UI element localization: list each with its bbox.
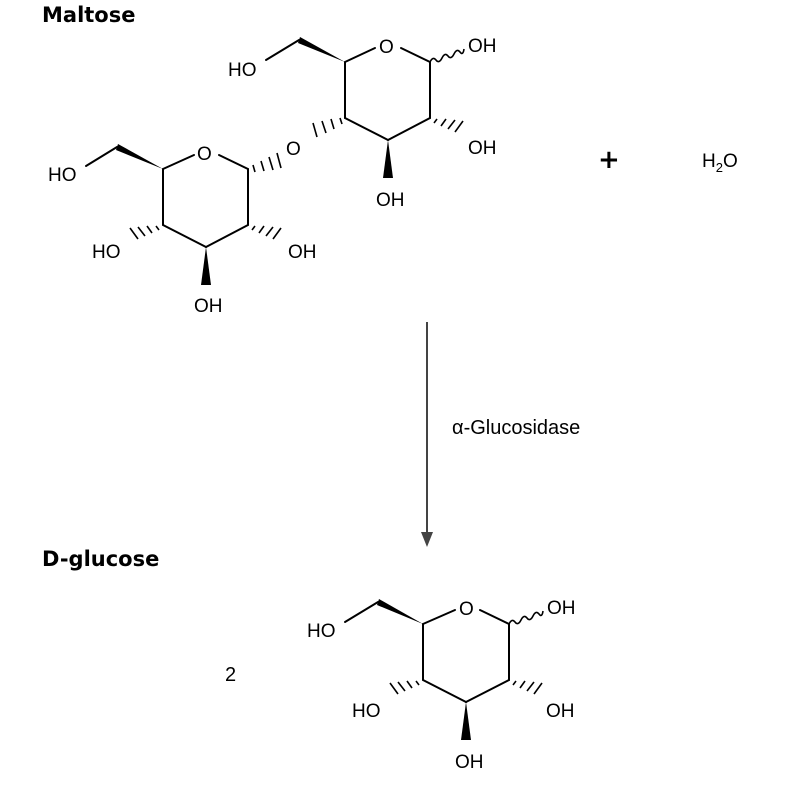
bond bbox=[265, 39, 300, 61]
bond bbox=[344, 117, 389, 141]
hydroxyl-label: HO bbox=[92, 242, 121, 263]
glucose-ring: O HO OH HO OH OH bbox=[307, 598, 576, 773]
ring-oxygen-label: O bbox=[379, 37, 394, 58]
hydroxyl-label: OH bbox=[468, 138, 497, 159]
hydroxyl-label: HO bbox=[307, 621, 336, 642]
bond bbox=[218, 154, 249, 170]
hydroxyl-label: OH bbox=[194, 296, 223, 317]
wedge-bond bbox=[383, 140, 393, 178]
hashed-bond bbox=[389, 680, 420, 695]
bond bbox=[422, 609, 456, 625]
bond bbox=[400, 47, 431, 63]
bond bbox=[344, 47, 376, 63]
wedge-bond bbox=[201, 247, 211, 285]
wedge-bond bbox=[377, 599, 423, 624]
hydroxyl-label: HO bbox=[352, 701, 381, 722]
enzyme-label: α-Glucosidase bbox=[452, 417, 580, 439]
bond bbox=[465, 679, 510, 703]
hydroxyl-label: OH bbox=[468, 36, 497, 57]
bond bbox=[387, 117, 431, 141]
plus-sign: + bbox=[598, 145, 620, 175]
bond bbox=[205, 224, 249, 248]
hydroxyl-label: OH bbox=[288, 242, 317, 263]
hydroxyl-label: OH bbox=[547, 598, 576, 619]
maltose-title: Maltose bbox=[42, 3, 135, 27]
bond bbox=[422, 679, 467, 703]
wavy-bond bbox=[508, 610, 544, 625]
wedge-bond bbox=[298, 37, 345, 62]
d-glucose-title: D-glucose bbox=[42, 547, 159, 571]
hashed-bond bbox=[512, 680, 543, 695]
hydroxyl-label: HO bbox=[228, 60, 257, 81]
hydroxyl-label: OH bbox=[546, 701, 575, 722]
hydroxyl-label: OH bbox=[376, 190, 405, 211]
bond bbox=[85, 146, 118, 167]
bond bbox=[479, 609, 510, 625]
hashed-bond bbox=[312, 117, 343, 138]
hashed-bond bbox=[129, 225, 160, 240]
arrowhead-icon bbox=[421, 532, 433, 547]
stoichiometric-coefficient: 2 bbox=[225, 664, 236, 686]
glycosidic-oxygen-label: O bbox=[286, 139, 301, 160]
hydroxyl-label: HO bbox=[48, 165, 77, 186]
wedge-bond bbox=[461, 702, 471, 740]
ring-oxygen-label: O bbox=[197, 144, 212, 165]
wavy-bond bbox=[429, 48, 465, 63]
hashed-bond bbox=[433, 118, 464, 133]
water-formula: H2O bbox=[702, 151, 738, 175]
bond bbox=[162, 224, 207, 248]
hydroxyl-label: OH bbox=[455, 752, 484, 773]
hashed-bond bbox=[252, 152, 282, 173]
maltose-right-ring: O HO OH OH OH bbox=[228, 36, 497, 211]
wedge-bond bbox=[116, 144, 163, 169]
bond bbox=[162, 154, 195, 170]
ring-oxygen-label: O bbox=[459, 599, 474, 620]
maltose-left-ring: O HO HO OH OH bbox=[48, 144, 317, 317]
bond bbox=[344, 601, 379, 623]
hashed-bond bbox=[251, 225, 282, 240]
